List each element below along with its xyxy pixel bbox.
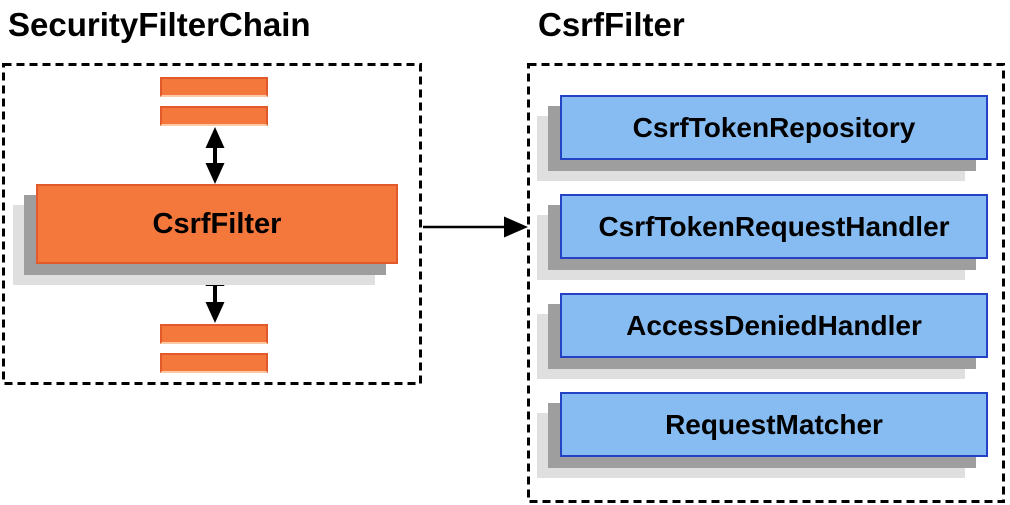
bidirectional-arrow-bottom-icon: [205, 265, 225, 323]
component-box-csrf-token-repository: CsrfTokenRepository: [560, 95, 988, 160]
csrf-filter-box-label: CsrfFilter: [152, 207, 282, 240]
bidirectional-arrow-top-icon: [205, 127, 225, 184]
component-box-csrf-token-request-handler: CsrfTokenRequestHandler: [560, 194, 988, 259]
component-label: CsrfTokenRequestHandler: [598, 210, 950, 242]
csrf-filter-title: CsrfFilter: [538, 6, 685, 43]
component-label: RequestMatcher: [665, 408, 883, 440]
filter-placeholder-bar-3: [160, 324, 268, 344]
csrf-filter-box: CsrfFilter: [36, 184, 398, 264]
component-label: CsrfTokenRepository: [632, 111, 916, 143]
security-filter-chain-title: SecurityFilterChain: [8, 6, 311, 43]
component-box-request-matcher: RequestMatcher: [560, 392, 988, 457]
filter-placeholder-bar-4: [160, 353, 268, 373]
component-label: AccessDeniedHandler: [626, 309, 922, 341]
component-box-access-denied-handler: AccessDeniedHandler: [560, 293, 988, 358]
dependency-arrow-icon: [423, 216, 528, 238]
filter-placeholder-bar-2: [160, 106, 268, 126]
filter-placeholder-bar-1: [160, 77, 268, 97]
